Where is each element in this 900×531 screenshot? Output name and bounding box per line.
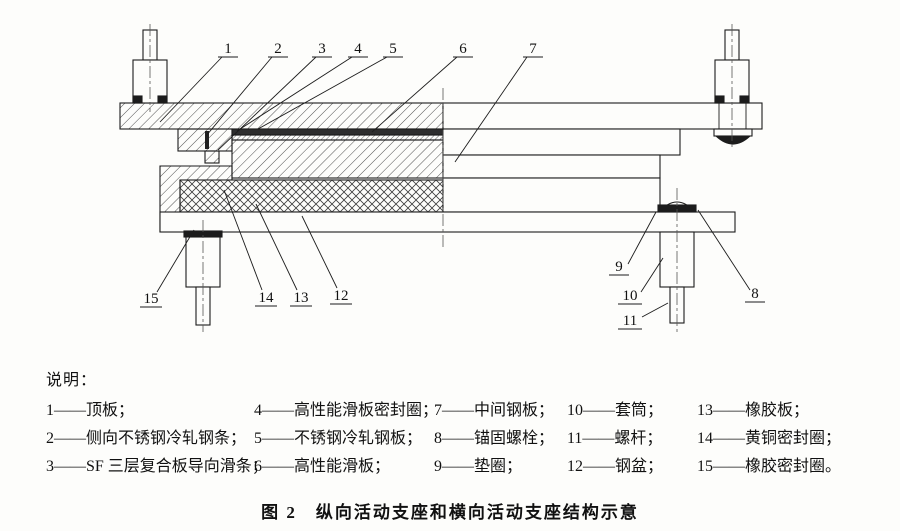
callout-14: 14 <box>259 290 275 306</box>
legend-item-10: 10——套筒； <box>567 402 664 419</box>
leader-6 <box>371 56 458 133</box>
legend-row: 3——SF 三层复合板导向滑条； 6——高性能滑板； 9——垫圈； 12——钢盆… <box>46 453 876 481</box>
callout-numbers: 1 2 3 4 5 6 7 8 9 10 11 12 13 14 15 <box>144 41 759 329</box>
leader-3 <box>217 56 317 151</box>
middle-plate-right-upper <box>442 128 681 156</box>
callout-11: 11 <box>623 313 637 329</box>
top-plate-right <box>442 102 763 130</box>
rubber-plate <box>179 179 444 213</box>
leader-13 <box>255 203 298 291</box>
nut-collar <box>713 128 753 137</box>
stainless-plate-layer <box>231 128 444 136</box>
legend-row: 1——顶板； 4——高性能滑板密封圈； 7——中间钢板； 10——套筒； 13—… <box>46 397 876 425</box>
figure-caption: 图 2 纵向活动支座和横向活动支座结构示意 <box>261 503 639 522</box>
legend-heading: 说明： <box>46 372 98 389</box>
leader-8 <box>697 209 751 291</box>
weld-mark <box>132 95 143 104</box>
leader-10 <box>640 257 664 293</box>
callout-4: 4 <box>354 41 362 57</box>
nut-dome <box>714 135 752 145</box>
leader-11 <box>641 302 669 318</box>
leader-4 <box>236 56 353 132</box>
leader-12 <box>301 215 338 289</box>
legend-item-3: 3——SF 三层复合板导向滑条； <box>46 458 268 475</box>
lateral-steel-strip <box>205 131 209 149</box>
legend-item-1: 1——顶板； <box>46 402 135 419</box>
callout-10: 10 <box>623 288 638 304</box>
callout-3: 3 <box>318 41 326 57</box>
legend-item-4: 4——高性能滑板密封圈； <box>254 402 439 419</box>
callout-8: 8 <box>751 286 759 302</box>
callout-5: 5 <box>389 41 397 57</box>
legend: 说明： 1——顶板； 4——高性能滑板密封圈； 7——中间钢板； 10——套筒；… <box>46 366 876 481</box>
leader-2 <box>205 56 273 137</box>
legend-item-13: 13——橡胶板； <box>697 402 810 419</box>
bottom-plate <box>159 211 736 233</box>
diagram-area: 1 2 3 4 5 6 7 8 9 10 11 12 13 14 15 <box>119 24 765 332</box>
callout-1: 1 <box>224 41 232 57</box>
middle-plate-right-lower <box>442 154 661 179</box>
legend-item-2: 2——侧向不锈钢冷轧钢条； <box>46 430 247 447</box>
leader-15 <box>156 229 195 293</box>
legend-item-5: 5——不锈钢冷轧钢板； <box>254 430 423 447</box>
leader-7 <box>454 56 528 163</box>
guide-slide-strip <box>204 150 220 164</box>
callout-13: 13 <box>294 290 309 306</box>
legend-item-12: 12——钢盆； <box>567 458 664 475</box>
legend-row: 2——侧向不锈钢冷轧钢条； 5——不锈钢冷轧钢板； 8——锚固螺栓； 11——螺… <box>46 425 876 453</box>
leader-lines <box>140 56 765 330</box>
callout-12: 12 <box>334 288 349 304</box>
weld-mark <box>714 95 725 104</box>
legend-item-6: 6——高性能滑板； <box>254 458 391 475</box>
leader-5 <box>257 56 388 130</box>
weld-mark <box>157 95 168 104</box>
middle-plate-left <box>231 139 444 179</box>
pot-right-block <box>442 177 661 213</box>
weld-mark <box>739 95 750 104</box>
leader-9 <box>627 211 657 265</box>
legend-item-9: 9——垫圈； <box>434 458 523 475</box>
legend-item-11: 11——螺杆； <box>567 430 663 447</box>
callout-15: 15 <box>144 291 159 307</box>
legend-item-8: 8——锚固螺栓； <box>434 430 555 447</box>
legend-item-15: 15——橡胶密封圈。 <box>697 458 842 475</box>
legend-item-14: 14——黄铜密封圈； <box>697 430 842 447</box>
bearing-cross-section-diagram: 1 2 3 4 5 6 7 8 9 10 11 12 13 14 15 <box>119 24 765 332</box>
centerlines <box>149 24 733 332</box>
leader-14 <box>223 189 263 291</box>
callout-2: 2 <box>274 41 282 57</box>
callout-7: 7 <box>529 41 537 57</box>
legend-item-7: 7——中间钢板； <box>434 402 555 419</box>
callout-6: 6 <box>459 41 467 57</box>
leader-1 <box>159 56 223 123</box>
callout-9: 9 <box>615 259 623 275</box>
slide-plate-layer <box>231 134 444 141</box>
bearing-body <box>119 102 763 233</box>
